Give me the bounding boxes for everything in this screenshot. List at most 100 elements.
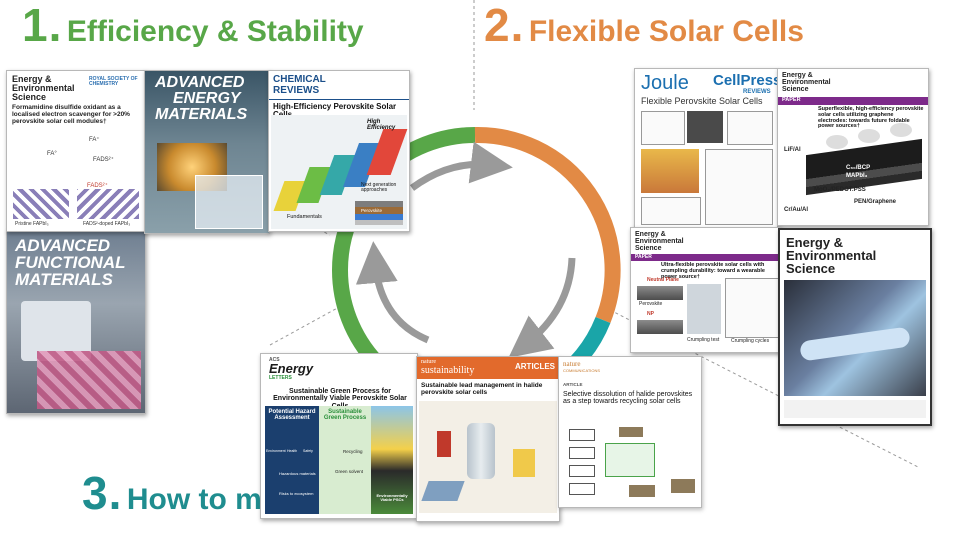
acs-panel-right <box>371 406 413 514</box>
ees1-journal-line2: Environmental <box>12 83 75 93</box>
aem-title-line2: ENERGY <box>173 90 241 107</box>
ees1-headline: Formamidine disulfide oxidant as a local… <box>12 104 130 125</box>
chemrev-headline: High-Efficiency Perovskite Solar Cells <box>273 102 397 119</box>
natcom-flow-1 <box>569 429 595 441</box>
cover-ees-graphene: Energy & Environmental Science PAPER Sup… <box>777 68 929 226</box>
ees2-label-1: C₆₀/BCP <box>846 165 871 171</box>
cover-ees-crumpling: Energy & Environmental Science PAPER Ult… <box>630 227 782 353</box>
aem-title-line1: ADVANCED <box>155 74 245 91</box>
heading-flexible-text: Flexible Solar Cells <box>528 15 804 48</box>
natsus-headline: Sustainable lead management in halide pe… <box>421 382 543 396</box>
chemrev-rule <box>269 99 409 100</box>
acs-panel-left <box>265 406 319 514</box>
acs-brand-sub: LETTERS <box>269 375 292 381</box>
natcom-flow-3 <box>569 465 595 477</box>
natcom-flow-2 <box>569 447 595 459</box>
joule-cellpress: CellPress <box>713 72 778 89</box>
aem-glass-cube <box>195 175 263 229</box>
ees3-journal-line3: Science <box>635 245 662 252</box>
cover-adv-energy-materials: ADVANCED ENERGY MATERIALS <box>144 70 270 234</box>
ring-segment-orange <box>474 126 621 323</box>
natcom-stack-bottom <box>629 485 655 497</box>
natsus-brand: sustainability <box>421 365 475 376</box>
ees3-journal-line2: Environmental <box>635 238 684 245</box>
acs-item-1: Health <box>287 449 298 453</box>
natsus-header-bar <box>417 357 559 379</box>
ees3-label-3: Crumpling test <box>687 337 720 343</box>
chemrev-label-2: Next generation approaches <box>361 182 397 194</box>
joule-plot-2 <box>727 111 773 145</box>
ees2-headline: Superflexible, high-efficiency perovskit… <box>818 106 924 130</box>
arrow-left-icon <box>355 241 430 344</box>
natsus-reactor <box>467 423 495 479</box>
chemrev-line1: CHEMICAL <box>273 74 326 85</box>
cover-chem-reviews: CHEMICAL REVIEWS High-Efficiency Perovsk… <box>268 70 410 232</box>
ees2-label-5: PEN/Graphene <box>854 199 897 205</box>
ees3-tag: PAPER <box>635 254 652 260</box>
natsus-beaker <box>513 449 535 477</box>
acs-item-2: Safety <box>303 449 313 453</box>
acs-mid-title: Sustainable Green Process <box>323 409 367 422</box>
chemrev-label-0: High Efficiency <box>367 119 396 132</box>
ees3-plot <box>725 278 779 338</box>
natcom-headline: Selective dissolution of halide perovski… <box>563 391 693 406</box>
natcom-stack-right <box>671 479 695 493</box>
ees1-label-5: FADS²-doped FAPbI₃ <box>83 221 131 227</box>
joule-plot-3 <box>641 149 699 193</box>
ees2-label-0: LiF/Al <box>784 147 801 153</box>
joule-plot-1 <box>641 111 685 145</box>
ees3-journal-line1: Energy & <box>635 231 666 238</box>
afm-title-line3: MATERIALS <box>15 270 113 289</box>
natcom-section: ARTICLE <box>563 382 583 387</box>
natcom-brand: COMMUNICATIONS <box>563 368 601 373</box>
ees1-lattice-left <box>13 189 69 219</box>
natcom-brand-top: nature <box>563 360 581 368</box>
acs-item-0: Environment <box>266 449 286 453</box>
ees3-label-1: Perovskite <box>639 301 663 307</box>
heading-pb-number: 3. <box>82 467 123 519</box>
ees3-label-0: Neutral Plane <box>647 277 679 283</box>
ees4-journal-line2: Environmental <box>786 248 877 263</box>
chemrev-line2: REVIEWS <box>273 85 320 96</box>
acs-brand: Energy <box>269 361 314 376</box>
ees2-tag-bar <box>778 97 928 105</box>
chemrev-label-1: Fundamentals <box>287 214 322 220</box>
acs-item-5: Recycling <box>343 449 363 454</box>
natsus-module <box>421 481 465 501</box>
ees3-tag-bar <box>631 254 781 261</box>
ees3-label-4: Crumpling cycles <box>731 338 770 344</box>
ees2-label-3: MoO₃/PEDOT:PSS <box>814 187 866 193</box>
ees1-lattice-right <box>77 189 139 219</box>
ees1-publisher: ROYAL SOCIETY OF CHEMISTRY <box>89 76 138 88</box>
ees2-journal-line2: Environmental <box>782 79 831 86</box>
ees1-label-2: FADS²⁺ <box>93 157 114 163</box>
cover-ees-formamidine: Energy & Environmental Science ROYAL SOC… <box>6 70 146 232</box>
ees2-label-4: Cr/Au/Al <box>784 207 808 213</box>
ees3-headline: Ultra-flexible perovskite solar cells wi… <box>661 262 765 280</box>
heading-efficiency-text: Efficiency & Stability <box>66 15 364 48</box>
joule-journal: Joule <box>641 72 689 94</box>
natcom-flow-4 <box>569 483 595 495</box>
heading-efficiency: 1. Efficiency & Stability <box>22 0 364 52</box>
ees3-device-1 <box>637 286 683 300</box>
natcom-stack-top <box>619 427 643 437</box>
acs-left-title: Potential Hazard Assessment <box>268 409 316 422</box>
ees2-journal-line1: Energy & <box>782 72 813 79</box>
cover-nature-communications: nature COMMUNICATIONS ARTICLE Selective … <box>558 356 702 508</box>
heading-flexible: 2. Flexible Solar Cells <box>484 0 804 52</box>
ees2-electrode-2 <box>858 129 880 143</box>
ees2-electrode-1 <box>826 135 848 149</box>
ees2-electrode-3 <box>890 123 912 137</box>
arrow-top-icon <box>409 141 513 191</box>
afm-crystal-grid <box>37 351 141 409</box>
acs-item-7: Environmentally Viable PSCs <box>376 493 408 503</box>
acs-brand-top: ACS <box>269 357 280 363</box>
ees2-journal-line3: Science <box>782 86 809 93</box>
ees4-journal-line1: Energy & <box>786 235 844 250</box>
cover-adv-functional-materials: ADVANCED FUNCTIONAL MATERIALS <box>6 230 146 414</box>
afm-title-line2: FUNCTIONAL <box>15 253 126 272</box>
joule-plot-5 <box>641 197 701 225</box>
joule-photo-1 <box>687 111 723 143</box>
joule-headline: Flexible Perovskite Solar Cells <box>641 96 763 106</box>
